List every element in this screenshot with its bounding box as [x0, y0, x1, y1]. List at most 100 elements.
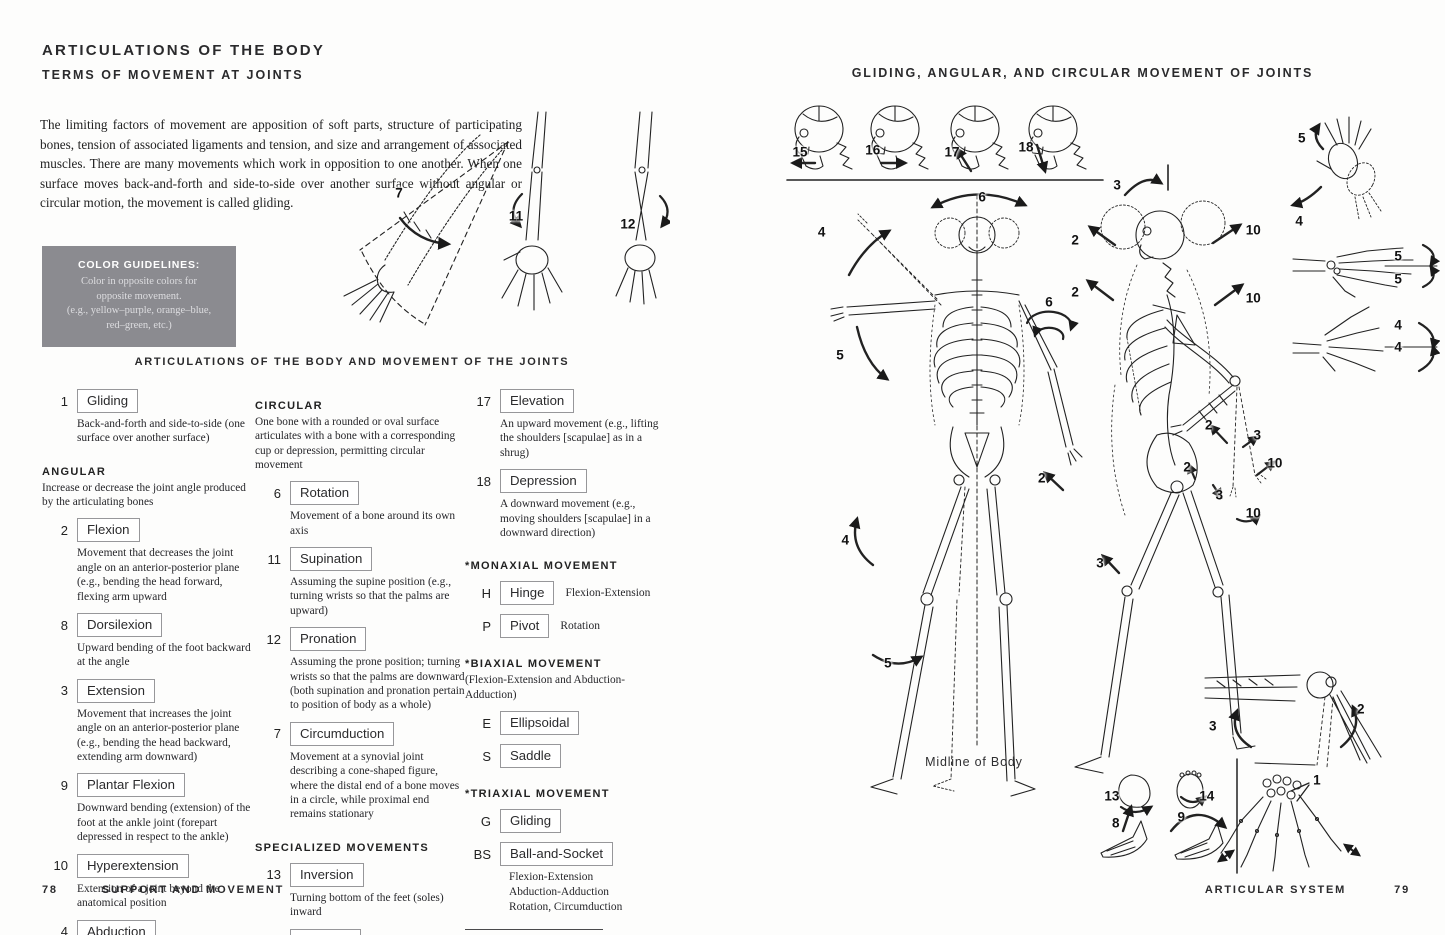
group-note: Increase or decrease the joint angle pro…: [42, 481, 246, 509]
term-row: 17 Elevation: [465, 389, 673, 413]
group-heading: ANGULAR: [42, 465, 107, 478]
term-description: Movement that decreases the joint angle …: [77, 547, 240, 603]
figure-number-label: 2: [1356, 701, 1365, 717]
page-subtitle: TERMS OF MOVEMENT AT JOINTS: [42, 68, 304, 82]
term-box: Hyperextension: [77, 853, 189, 878]
figure-number-label: 4: [1295, 213, 1303, 229]
group-heading: *BIAXIAL MOVEMENT: [465, 658, 602, 671]
term-row: 13 Inversion: [255, 862, 465, 887]
figure-number-label: 6: [1045, 294, 1053, 310]
term-number: 12: [266, 631, 281, 647]
figure-number-label: 2: [1037, 470, 1046, 486]
term-description: Movement that increases the joint angle …: [77, 707, 240, 764]
term-description: Movement of a bone around its own axis: [290, 510, 456, 537]
term-box: Pivot: [500, 614, 550, 639]
term-box: Flexion: [77, 518, 140, 543]
term-block: BS Ball-and-Socket Flexion-Extension Abd…: [465, 842, 673, 915]
term-description: Assuming the supine position (e.g., turn…: [290, 576, 452, 617]
term-description: Assuming the prone position; turning wri…: [290, 656, 465, 712]
term-row: 4 Abduction: [42, 919, 252, 935]
term-description: A downward movement (e.g., moving should…: [500, 498, 651, 540]
term-row: 10 Hyperextension: [42, 853, 252, 878]
term-block: P Pivot Rotation: [465, 614, 673, 639]
term-number: 17: [476, 393, 491, 409]
figure-number-label: 3: [1113, 177, 1121, 193]
section-title: ARTICULAR SYSTEM: [1204, 884, 1347, 896]
terms-column-1: 1 Gliding Back-and-forth and side-to-sid…: [42, 380, 252, 935]
figure-number-label: 12: [620, 216, 636, 232]
section-title: SUPPORT AND MOVEMENT: [101, 884, 285, 896]
term-block: 17 Elevation An upward movement (e.g., l…: [465, 389, 673, 460]
term-row: 14 Eversion: [255, 928, 465, 935]
term-row: 2 Flexion: [42, 518, 252, 543]
term-box: Gliding: [500, 809, 562, 834]
color-guidelines-box: COLOR GUIDELINES: Color in opposite colo…: [42, 246, 236, 347]
term-number: 3: [60, 683, 68, 699]
term-number: 9: [60, 777, 68, 793]
figure-number-label: 10: [1245, 222, 1261, 238]
page-number: 78: [42, 884, 58, 896]
term-number: BS: [473, 846, 491, 862]
term-box: Inversion: [290, 862, 364, 887]
figure-number-label: 3: [1208, 718, 1217, 734]
figure-number-label: 9: [1177, 809, 1186, 825]
term-side-note: Flexion-Extension: [565, 587, 651, 600]
term-block: 4 Abduction Movement away from the midli…: [42, 919, 252, 935]
term-block: 1 Gliding Back-and-forth and side-to-sid…: [42, 389, 252, 446]
term-number: 14: [255, 933, 281, 935]
figure-number-label: 17: [944, 144, 960, 160]
term-description: Extension of a joint beyond the anatomic…: [77, 882, 220, 910]
term-box: Saddle: [500, 744, 562, 769]
term-description: Back-and-forth and side-to-side (one sur…: [77, 418, 245, 445]
term-block: 10 Hyperextension Extension of a joint b…: [42, 853, 252, 911]
term-row: 18 Depression: [465, 469, 673, 494]
term-number: 4: [60, 924, 68, 935]
figure-number-label: 11: [508, 208, 524, 224]
term-box: Supination: [290, 547, 373, 571]
term-number: 11: [267, 551, 282, 567]
term-row: 3 Extension: [42, 678, 252, 703]
term-box: Plantar Flexion: [77, 773, 185, 798]
term-block: 11 Supination Assuming the supine positi…: [255, 547, 465, 618]
figure-number-label: 10: [1245, 505, 1261, 521]
term-box: Circumduction: [290, 721, 395, 746]
term-row: H Hinge Flexion-Extension: [465, 581, 673, 606]
term-block: *BIAXIAL MOVEMENT (Flexion-Extension and…: [465, 658, 673, 702]
term-box: Extension: [77, 678, 155, 703]
term-row: 8 Dorsilexion: [42, 613, 252, 638]
term-box: Depression: [500, 469, 587, 494]
arm-movement-drawing: [343, 111, 670, 326]
term-box: Eversion: [290, 928, 362, 935]
term-description: Movement at a synovial joint describing …: [290, 750, 460, 821]
term-block: 6 Rotation Movement of a bone around its…: [255, 481, 465, 538]
term-number: E: [482, 715, 491, 731]
term-number: 10: [53, 858, 68, 874]
terms-column-3: 17 Elevation An upward movement (e.g., l…: [465, 380, 673, 935]
term-row: 7 Circumduction: [255, 721, 465, 746]
term-number: P: [482, 618, 491, 634]
term-number: 13: [266, 867, 281, 883]
term-number: G: [480, 813, 491, 829]
term-block: 3 Extension Movement that increases the …: [42, 678, 252, 765]
intro-paragraph: The limiting factors of movement are app…: [40, 117, 522, 210]
color-guidelines-title: COLOR GUIDELINES:: [77, 259, 201, 271]
term-row: 11 Supination: [255, 547, 465, 571]
term-block: 8 Dorsilexion Upward bending of the foot…: [42, 613, 252, 670]
term-number: 1: [60, 393, 68, 409]
term-row: 9 Plantar Flexion: [42, 773, 252, 798]
term-row: S Saddle: [465, 744, 673, 769]
term-number: 8: [60, 617, 68, 633]
term-description: Upward bending of the foot backward at t…: [77, 642, 251, 669]
figure-number-label: 5: [1394, 248, 1402, 264]
terms-table-title: ARTICULATIONS OF THE BODY AND MOVEMENT O…: [134, 356, 570, 368]
term-row: P Pivot Rotation: [465, 614, 673, 639]
figure-number-label: 14: [1199, 788, 1215, 804]
figure-number-label: 6: [978, 189, 986, 205]
term-number: 18: [476, 473, 491, 489]
term-sub-movements: Flexion-Extension Abduction-Adduction Ro…: [509, 871, 623, 914]
term-description: An upward movement (e.g., lifting the sh…: [500, 418, 659, 459]
term-box: Ball-and-Socket: [500, 842, 614, 867]
group-heading: CIRCULAR: [255, 400, 323, 412]
figure-number-label: 7: [395, 185, 403, 201]
